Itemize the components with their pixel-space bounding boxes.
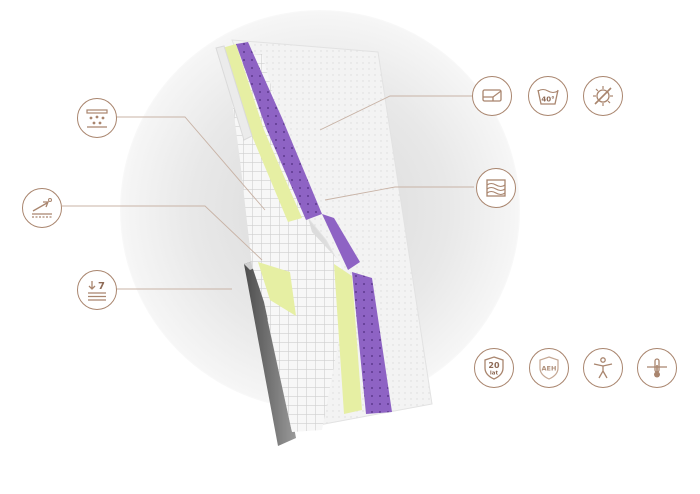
mattress-purple-edge [322, 214, 360, 270]
feature-thermo [637, 348, 677, 388]
mattress-purple-layer-lower [352, 272, 392, 414]
feature-anti-allergy [583, 76, 623, 116]
certification-value: AEH [542, 365, 557, 373]
latex-layer-icon [486, 179, 506, 197]
mattress-yellow-layer-mid [334, 264, 362, 414]
mattress-yellow-layer-lower [258, 262, 296, 316]
mattress-purple-layer-top [236, 42, 322, 220]
wash-temperature-value: 40° [541, 96, 554, 104]
feature-firmness: 7 [77, 270, 117, 310]
mattress-side-panel [244, 258, 296, 446]
feature-certification: AEH [529, 348, 569, 388]
feature-wash-temperature: 40° [528, 76, 568, 116]
firmness-icon: 7 [88, 281, 106, 301]
wash-temperature-icon: 40° [537, 88, 559, 105]
feature-warranty: 20 lat [474, 348, 514, 388]
certification-icon: AEH [539, 356, 559, 380]
ergonomic-body-icon [593, 357, 613, 379]
removable-cover-icon [482, 89, 502, 102]
pressure-point-icon [32, 198, 52, 218]
warranty-unit: lat [490, 371, 499, 377]
warranty-value: 20 [488, 361, 500, 370]
warranty-icon: 20 lat [484, 356, 504, 380]
feature-pressure-point [22, 188, 62, 228]
foam-cells-icon [86, 109, 108, 128]
feature-removable-cover [472, 76, 512, 116]
anti-allergy-icon [593, 86, 613, 106]
feature-ergonomic-body [583, 348, 623, 388]
thermo-icon [647, 358, 667, 378]
feature-latex-layer [476, 168, 516, 208]
feature-foam-cells [77, 98, 117, 138]
firmness-value: 7 [98, 281, 105, 292]
